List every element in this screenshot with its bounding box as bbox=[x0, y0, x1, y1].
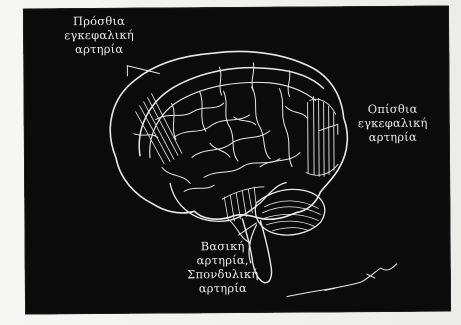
leader-line-basilar bbox=[238, 223, 256, 235]
cortical-vessels bbox=[133, 63, 308, 192]
posterior-artery-hatching bbox=[306, 96, 339, 176]
cerebellum-folia bbox=[262, 201, 320, 231]
label-text: Σπονδυλική bbox=[173, 267, 273, 282]
label-text: αρτηρία bbox=[173, 281, 273, 296]
label-text: εγκεφαλική bbox=[338, 116, 448, 131]
label-text: αρτηρία bbox=[338, 130, 448, 145]
label-text: Βασική bbox=[173, 239, 273, 254]
illustration-plate: Πρόσθια εγκεφαλική αρτηρία Οπίσθια εγκεφ… bbox=[23, 6, 451, 315]
label-text: Οπίσθια bbox=[338, 102, 448, 117]
label-text: Πρόσθια bbox=[49, 14, 149, 29]
scribble-mark bbox=[287, 264, 397, 297]
brain-outline bbox=[110, 51, 348, 221]
label-anterior-cerebral-artery: Πρόσθια εγκεφαλική αρτηρία bbox=[49, 14, 149, 57]
label-basilar-vertebral-artery: Βασική αρτηρία, Σπονδυλική αρτηρία bbox=[173, 239, 273, 296]
temporal-lobe-outline bbox=[170, 183, 286, 222]
label-text: αρτηρία, bbox=[173, 253, 273, 268]
cerebellum-outline bbox=[255, 189, 325, 235]
label-posterior-cerebral-artery: Οπίσθια εγκεφαλική αρτηρία bbox=[338, 102, 448, 145]
label-text: αρτηρία bbox=[49, 42, 149, 57]
label-text: εγκεφαλική bbox=[49, 28, 149, 43]
